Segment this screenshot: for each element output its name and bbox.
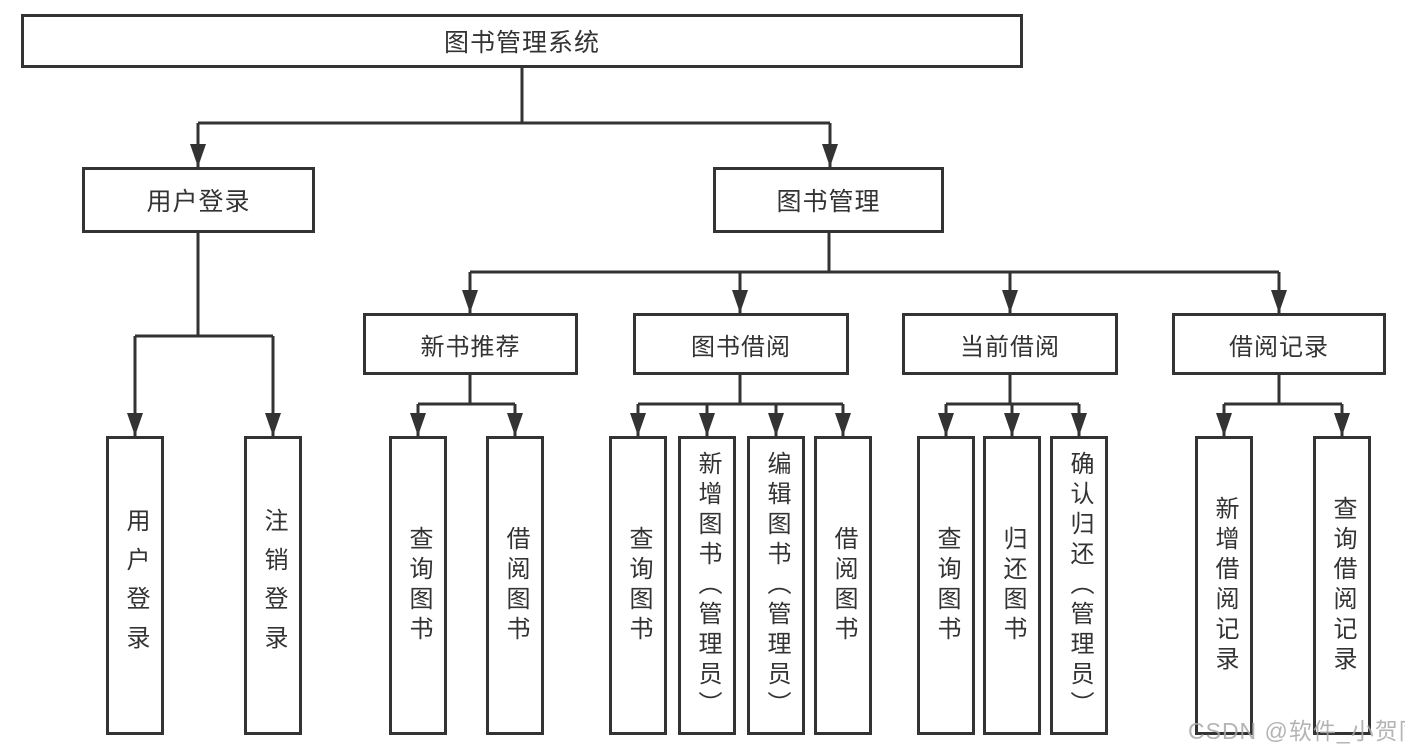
leaf-query-books-1: 查询图书 (389, 436, 447, 735)
leaf-query-borrow-record-label: 查询借阅记录 (1329, 495, 1356, 676)
leaf-add-books-admin-label: 新增图书（管理员） (694, 450, 721, 721)
leaf-confirm-return-admin-label: 确认归还（管理员） (1066, 450, 1093, 721)
connector-borrow-records-to-leaves (1216, 375, 1350, 436)
node-book-management-label: 图书管理 (776, 188, 881, 216)
leaf-query-borrow-record: 查询借阅记录 (1313, 436, 1371, 735)
leaf-add-borrow-record-label: 新增借阅记录 (1211, 495, 1238, 676)
node-user-login: 用户登录 (82, 167, 315, 233)
leaf-edit-books-admin: 编辑图书（管理员） (747, 436, 805, 735)
leaf-borrow-books-2: 借阅图书 (814, 436, 872, 735)
node-book-borrowing-label: 图书借阅 (691, 333, 791, 361)
node-new-book-recommend: 新书推荐 (363, 313, 578, 375)
csdn-watermark: CSDN @软件_小贺同学 (1188, 718, 1405, 744)
leaf-logout: 注销登录 (244, 436, 302, 735)
connector-current-borrow-to-leaves (938, 375, 1087, 436)
connector-new-book-rec-to-leaves (410, 375, 523, 436)
leaf-query-books-3-label: 查询图书 (933, 525, 960, 646)
leaf-return-books: 归还图书 (983, 436, 1041, 735)
connector-book-borrow-to-leaves (630, 375, 851, 436)
connector-user-login-to-leaves (127, 233, 281, 436)
node-book-management: 图书管理 (713, 167, 944, 233)
node-current-borrowing-label: 当前借阅 (960, 333, 1060, 361)
node-new-book-recommend-label: 新书推荐 (420, 333, 521, 361)
node-user-login-label: 用户登录 (146, 188, 251, 216)
leaf-borrow-books-2-label: 借阅图书 (830, 525, 857, 646)
connector-book-mgmt-to-level3 (462, 233, 1287, 313)
node-book-borrowing: 图书借阅 (633, 313, 849, 375)
leaf-query-books-2-label: 查询图书 (625, 525, 652, 646)
leaf-borrow-books-1-label: 借阅图书 (502, 525, 529, 646)
node-borrowing-records-label: 借阅记录 (1229, 333, 1329, 361)
leaf-logout-label: 注销登录 (260, 507, 287, 664)
leaf-borrow-books-1: 借阅图书 (486, 436, 544, 735)
leaf-query-books-2: 查询图书 (609, 436, 667, 735)
node-current-borrowing: 当前借阅 (902, 313, 1118, 375)
leaf-user-login: 用户登录 (106, 436, 164, 735)
leaf-query-books-1-label: 查询图书 (405, 525, 432, 646)
node-library-system-label: 图书管理系统 (443, 29, 600, 57)
leaf-return-books-label: 归还图书 (999, 525, 1026, 646)
connector-root-to-level2 (190, 68, 838, 167)
leaf-edit-books-admin-label: 编辑图书（管理员） (763, 450, 790, 721)
leaf-confirm-return-admin: 确认归还（管理员） (1050, 436, 1108, 735)
leaf-user-login-label: 用户登录 (122, 507, 149, 664)
leaf-query-books-3: 查询图书 (917, 436, 975, 735)
leaf-add-borrow-record: 新增借阅记录 (1195, 436, 1253, 735)
leaf-add-books-admin: 新增图书（管理员） (678, 436, 736, 735)
node-borrowing-records: 借阅记录 (1172, 313, 1386, 375)
node-library-system: 图书管理系统 (21, 14, 1023, 68)
